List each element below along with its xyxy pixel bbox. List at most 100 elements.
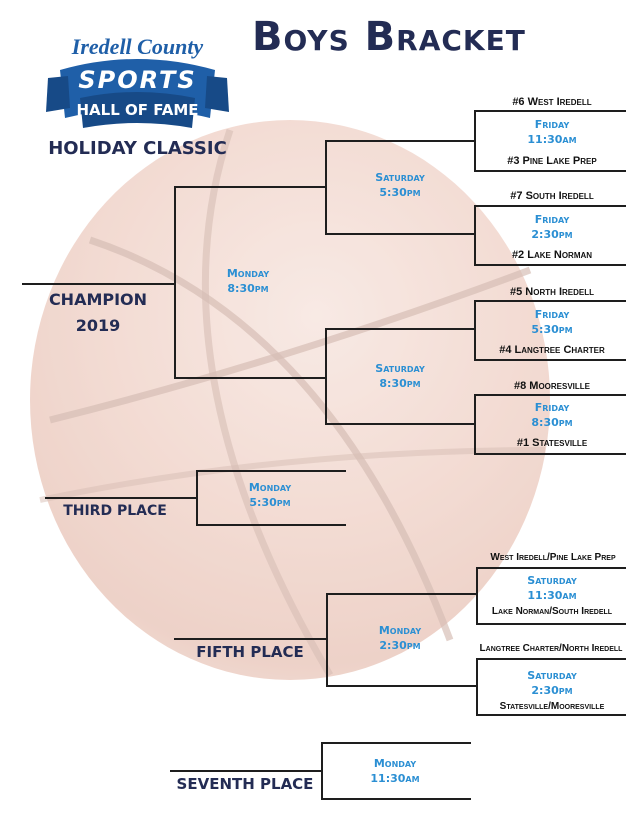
- bracket-line: [196, 470, 346, 472]
- bracket-line: [325, 423, 475, 425]
- team-label: Langtree Charter/North Iredell: [479, 643, 623, 654]
- game-hour: 8:30pm: [379, 377, 421, 390]
- team-label: Statesville/Mooresville: [499, 701, 605, 712]
- bracket-line: [22, 283, 175, 285]
- team-label: #2 Lake Norman: [511, 249, 593, 261]
- hall-of-fame-shield-icon: [46, 59, 229, 128]
- game-day: Saturday: [375, 171, 425, 184]
- game-time: Monday 5:30pm: [200, 480, 340, 510]
- bracket-line: [325, 328, 327, 424]
- game-day: Friday: [534, 308, 570, 321]
- bracket-line: [474, 394, 476, 454]
- game-time: Saturday 5:30pm: [330, 170, 470, 200]
- team-label: West Iredell/Pine Lake Prep: [490, 552, 616, 563]
- game-time: Friday 2:30pm: [478, 212, 626, 242]
- bracket-line: [476, 567, 626, 569]
- champion-year: 2019: [75, 316, 121, 335]
- bracket-line: [474, 453, 626, 455]
- bracket-line: [474, 394, 626, 396]
- game-day: Friday: [534, 213, 570, 226]
- bracket-line: [474, 300, 626, 302]
- game-time: Monday 11:30am: [325, 756, 465, 786]
- game-hour: 2:30pm: [379, 639, 421, 652]
- champion-label: CHAMPION: [48, 290, 148, 309]
- game-day: Saturday: [527, 669, 577, 682]
- team-label: #5 North Iredell: [509, 286, 594, 298]
- game-day: Monday: [248, 481, 292, 494]
- team-label: Lake Norman/South Iredell: [491, 606, 613, 617]
- bracket-line: [476, 623, 626, 625]
- bracket-line: [174, 186, 176, 378]
- game-hour: 8:30pm: [227, 282, 269, 295]
- bracket-line: [474, 110, 626, 112]
- page-title: Boys Bracket: [252, 14, 526, 60]
- bracket-line: [174, 638, 327, 640]
- bracket-line: [174, 186, 326, 188]
- game-day: Monday: [378, 624, 422, 637]
- bracket-line: [474, 264, 626, 266]
- bracket-line: [321, 742, 323, 799]
- bracket-line: [474, 205, 626, 207]
- game-time: Monday 2:30pm: [330, 623, 470, 653]
- game-hour: 5:30pm: [531, 323, 573, 336]
- game-day: Saturday: [375, 362, 425, 375]
- bracket-line: [325, 233, 475, 235]
- bracket-line: [196, 524, 346, 526]
- fifth-place-label: FIFTH PLACE: [196, 643, 304, 661]
- bracket-line: [326, 593, 328, 686]
- game-time: Saturday 2:30pm: [478, 668, 626, 698]
- basketball-seams-icon: [39, 128, 546, 677]
- bracket-line: [474, 300, 476, 360]
- game-time: Saturday 11:30am: [478, 573, 626, 603]
- game-hour: 2:30pm: [531, 228, 573, 241]
- bracket-line: [474, 359, 626, 361]
- bracket-line: [45, 497, 197, 499]
- bracket-line: [476, 658, 626, 660]
- logo-line-hall: HALL OF FAME: [76, 101, 199, 119]
- bracket-line: [474, 170, 626, 172]
- game-hour: 2:30pm: [531, 684, 573, 697]
- seventh-place-label: SEVENTH PLACE: [176, 775, 314, 793]
- game-day: Friday: [534, 118, 570, 131]
- bracket-line: [476, 658, 478, 715]
- team-label: #7 South Iredell: [510, 190, 594, 202]
- bracket-line: [326, 593, 477, 595]
- bracket-line: [196, 470, 198, 525]
- game-hour: 8:30pm: [531, 416, 573, 429]
- team-label: #8 Mooresville: [513, 380, 591, 392]
- logo-line-county: Iredell County: [71, 34, 204, 59]
- game-hour: 5:30pm: [249, 496, 291, 509]
- bracket-line: [476, 714, 626, 716]
- logo-line-sports: SPORTS: [78, 66, 197, 94]
- game-time: Saturday 8:30pm: [330, 361, 470, 391]
- team-label: #3 Pine Lake Prep: [507, 155, 597, 167]
- team-label: #4 Langtree Charter: [499, 344, 605, 356]
- bracket-line: [321, 742, 471, 744]
- bracket-line: [325, 140, 327, 234]
- bracket-line: [476, 567, 478, 624]
- game-time: Friday 11:30am: [478, 117, 626, 147]
- game-day: Monday: [226, 267, 270, 280]
- game-day: Saturday: [527, 574, 577, 587]
- hall-of-fame-logo: Iredell County SPORTS HALL OF FAME: [40, 28, 235, 163]
- bracket-line: [326, 685, 477, 687]
- bracket-line: [174, 377, 326, 379]
- game-day: Monday: [373, 757, 417, 770]
- game-hour: 5:30pm: [379, 186, 421, 199]
- third-place-label: THIRD PLACE: [63, 503, 167, 519]
- bracket-line: [325, 140, 475, 142]
- bracket-line: [474, 205, 476, 265]
- game-time: Friday 8:30pm: [478, 400, 626, 430]
- bracket-line: [325, 328, 475, 330]
- game-hour: 11:30am: [527, 133, 577, 146]
- basketball-background: [30, 120, 550, 680]
- team-label: #1 Statesville: [516, 437, 588, 449]
- game-hour: 11:30am: [370, 772, 420, 785]
- bracket-line: [321, 798, 471, 800]
- holiday-classic-label: HOLIDAY CLASSIC: [48, 138, 227, 159]
- game-hour: 11:30am: [527, 589, 577, 602]
- team-label: #6 West Iredell: [512, 96, 592, 108]
- game-day: Friday: [534, 401, 570, 414]
- game-time: Friday 5:30pm: [478, 307, 626, 337]
- bracket-line: [474, 110, 476, 170]
